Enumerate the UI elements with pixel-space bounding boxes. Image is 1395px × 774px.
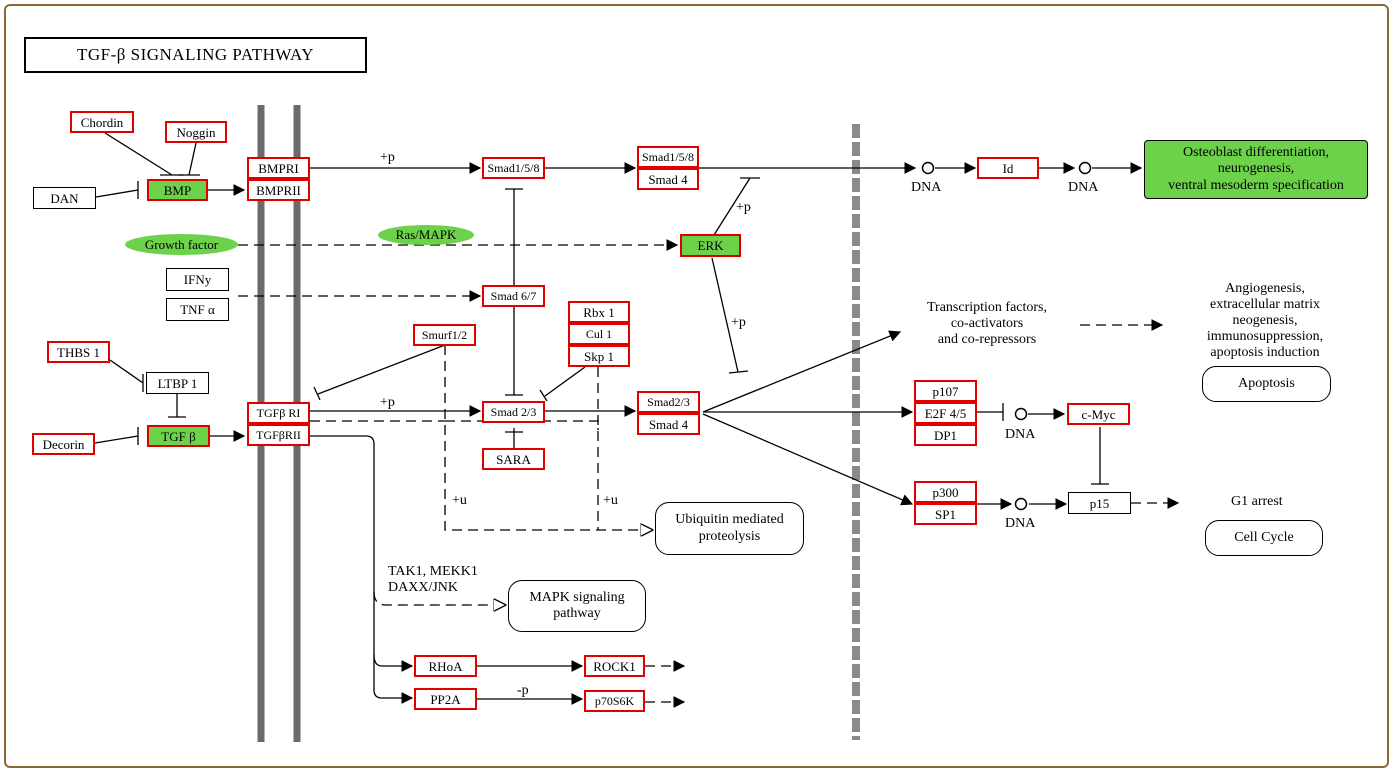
diagram-title: TGF-β SIGNALING PATHWAY [24,37,367,73]
node-pp2a[interactable]: PP2A [414,688,477,710]
node-smad67[interactable]: Smad 6/7 [482,285,545,307]
node-smad4-tgf[interactable]: Smad 4 [637,413,700,435]
outcome-g1-arrest: G1 arrest [1231,494,1283,509]
node-erk[interactable]: ERK [680,234,741,257]
dna-circle [1078,161,1092,175]
outcome-cell-cycle[interactable]: Cell Cycle [1205,520,1323,556]
node-smad23[interactable]: Smad 2/3 [482,401,545,423]
node-e2f45[interactable]: E2F 4/5 [914,402,977,424]
outcome-line: extracellular matrix [1210,297,1320,313]
outcome-transcription-factors: Transcription factors, co-activators and… [912,300,1062,348]
dna-circle [1014,407,1028,421]
node-rbx1[interactable]: Rbx 1 [568,301,630,323]
node-cmyc[interactable]: c-Myc [1067,403,1130,425]
node-smad158-complex[interactable]: Smad1/5/8 [637,146,699,168]
outcome-line: DAXX/JNK [388,580,458,596]
node-p70s6k[interactable]: p70S6K [584,690,645,712]
node-smad4-bmp[interactable]: Smad 4 [637,168,699,190]
node-rhoa[interactable]: RHoA [414,655,477,677]
node-rock1[interactable]: ROCK1 [584,655,645,677]
outcome-line: Cell Cycle [1234,529,1294,545]
outcome-angiogenesis: Angiogenesis, extracellular matrix neoge… [1185,281,1345,361]
node-ras-mapk[interactable]: Ras/MAPK [378,225,474,245]
outcome-line: co-activators [950,316,1024,332]
dna-circle [1014,497,1028,511]
label-plus-p: +p [380,150,395,165]
figure-frame [4,4,1389,768]
node-bmpr1[interactable]: BMPRI [247,157,310,179]
outcome-osteoblast[interactable]: Osteoblast differentiation, neurogenesis… [1144,140,1368,199]
node-tgfbr1[interactable]: TGFβ RI [247,402,310,424]
node-tgfb[interactable]: TGF β [147,425,210,447]
label-dna: DNA [1068,180,1099,195]
label-dna: DNA [1005,427,1036,442]
node-growth-factor[interactable]: Growth factor [125,234,238,255]
node-noggin[interactable]: Noggin [165,121,227,143]
dna-circle [921,161,935,175]
outcome-line: TAK1, MEKK1 [388,564,478,579]
outcome-ubiquitin-proteolysis[interactable]: Ubiquitin mediated proteolysis [655,502,804,555]
label-plus-p: +p [380,395,395,410]
node-cul1[interactable]: Cul 1 [568,323,630,345]
node-chordin[interactable]: Chordin [70,111,134,133]
outcome-line: ventral mesoderm specification [1168,177,1344,193]
label-dna: DNA [911,180,942,195]
label-plus-p: +p [736,200,751,215]
outcome-line: immunosuppression, [1206,329,1324,345]
outcome-line: Ubiquitin mediated [675,512,784,528]
outcome-line: MAPK signaling [529,589,625,605]
node-smurf12[interactable]: Smurf1/2 [413,324,476,346]
outcome-apoptosis[interactable]: Apoptosis [1202,366,1331,402]
outcome-line: Angiogenesis, [1225,281,1305,296]
node-sara[interactable]: SARA [482,448,545,470]
node-tnfa[interactable]: TNF α [166,298,229,321]
label-plus-p: +p [731,315,746,330]
node-dan[interactable]: DAN [33,187,96,209]
node-bmpr2[interactable]: BMPRII [247,179,310,201]
outcome-line: neurogenesis, [1217,161,1295,177]
label-plus-u: +u [452,493,467,508]
node-ltbp1[interactable]: LTBP 1 [146,372,209,394]
node-p300[interactable]: p300 [914,481,977,503]
node-sp1[interactable]: SP1 [914,503,977,525]
outcome-line: pathway [553,606,601,621]
outcome-line: apoptosis induction [1210,345,1320,361]
node-skp1[interactable]: Skp 1 [568,345,630,367]
node-ifny[interactable]: IFNy [166,268,229,291]
node-tgfbr2[interactable]: TGFβRII [247,424,310,446]
outcome-line: neogenesis, [1232,313,1298,329]
outcome-line: and co-repressors [937,332,1037,348]
label-plus-u: +u [603,493,618,508]
node-bmp[interactable]: BMP [147,179,208,201]
node-p15[interactable]: p15 [1068,492,1131,514]
node-dp1[interactable]: DP1 [914,424,977,446]
node-p107[interactable]: p107 [914,380,977,402]
label-dna: DNA [1005,516,1036,531]
label-minus-p: -p [517,683,529,698]
node-smad158[interactable]: Smad1/5/8 [482,157,545,179]
node-id[interactable]: Id [977,157,1039,179]
label-tak1-mekk1: TAK1, MEKK1 DAXX/JNK [388,564,478,596]
outcome-line: Transcription factors, [926,300,1048,315]
outcome-line: Apoptosis [1238,375,1295,391]
outcome-line: proteolysis [698,528,761,544]
node-thbs1[interactable]: THBS 1 [47,341,110,363]
node-decorin[interactable]: Decorin [32,433,95,455]
outcome-mapk-signaling[interactable]: MAPK signaling pathway [508,580,646,632]
node-smad23-complex[interactable]: Smad2/3 [637,391,700,413]
outcome-line: Osteoblast differentiation, [1183,145,1329,161]
